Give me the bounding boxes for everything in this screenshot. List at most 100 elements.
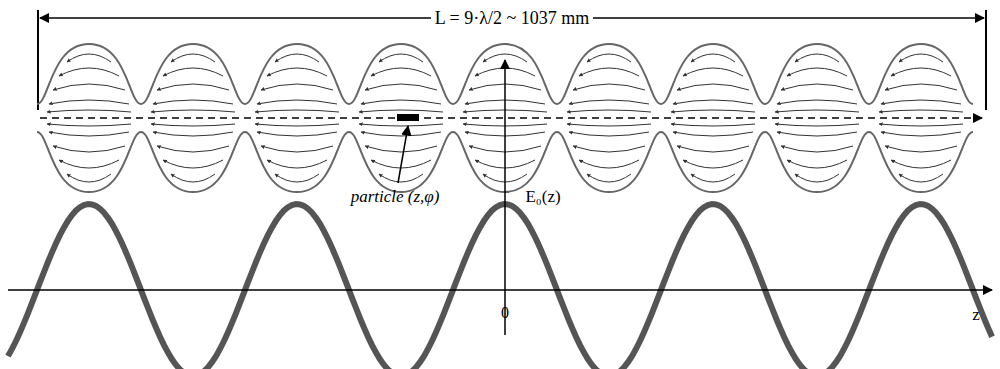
cell-wall [141, 132, 245, 192]
particle-label: particle (z,φ) [351, 188, 440, 205]
cell-wall [661, 132, 765, 192]
field-line [53, 84, 125, 90]
field-line [261, 146, 333, 152]
field-line [891, 160, 951, 168]
field-line [775, 110, 859, 112]
cell-wall [557, 132, 661, 192]
field-line [47, 110, 131, 112]
origin-label: 0 [501, 305, 509, 321]
field-line [171, 54, 215, 62]
field-line [359, 110, 443, 112]
cell-wall [765, 44, 869, 104]
field-line [371, 68, 431, 76]
field-line [267, 68, 327, 76]
field-line [153, 132, 233, 136]
field-line [777, 100, 857, 104]
cell-wall [765, 132, 869, 192]
particle [397, 114, 419, 121]
cell-wall [37, 132, 141, 192]
dimension-tick [37, 10, 39, 110]
field-line [683, 68, 743, 76]
axis-label: z [972, 306, 980, 323]
cell-wall [557, 44, 661, 104]
field-line [885, 84, 957, 90]
field-line [163, 68, 223, 76]
cell-wall [869, 132, 973, 192]
field-line [683, 160, 743, 168]
cell-wall [349, 44, 453, 104]
field-line [365, 84, 437, 90]
field-line [671, 110, 755, 112]
field-line [569, 132, 649, 136]
field-line [49, 132, 129, 136]
field-line [781, 146, 853, 152]
field-line [879, 124, 963, 126]
field-line [891, 68, 951, 76]
field-line [885, 146, 957, 152]
length-label: L = 9·λ/2 ~ 1037 mm [431, 9, 593, 27]
field-line [157, 84, 229, 90]
field-line [67, 54, 111, 62]
field-line [379, 174, 423, 182]
field-line [879, 110, 963, 112]
field-line [677, 146, 749, 152]
field-line [579, 68, 639, 76]
cell-wall [661, 44, 765, 104]
field-line [677, 84, 749, 90]
field-line [361, 132, 441, 136]
field-line [267, 160, 327, 168]
field-line [573, 146, 645, 152]
field-line [47, 124, 131, 126]
beam-axis [40, 117, 982, 119]
field-line [777, 132, 857, 136]
field-line [673, 100, 753, 104]
field-label: E₀(z) [525, 188, 560, 205]
field-line [899, 54, 943, 62]
field-line [171, 174, 215, 182]
field-line [569, 100, 649, 104]
leader-arrow [398, 126, 408, 183]
field-line [361, 100, 441, 104]
field-line [673, 132, 753, 136]
field-line [261, 84, 333, 90]
field-line [379, 54, 423, 62]
field-line [157, 146, 229, 152]
field-line [257, 100, 337, 104]
field-line [275, 174, 319, 182]
field-line [67, 174, 111, 182]
field-line [775, 124, 859, 126]
field-line [153, 100, 233, 104]
amplitude-arrow [504, 60, 506, 335]
z-axis [8, 289, 992, 291]
field-line [579, 160, 639, 168]
cell-wall [245, 44, 349, 104]
cell-wall [245, 132, 349, 192]
field-line [53, 146, 125, 152]
field-line [255, 124, 339, 126]
field-line [881, 100, 961, 104]
field-line [573, 84, 645, 90]
cell-wall [37, 44, 141, 104]
field-wave [8, 204, 992, 369]
field-line [587, 54, 631, 62]
dimension-tick [985, 10, 987, 110]
field-line [151, 124, 235, 126]
cell-wall [869, 44, 973, 104]
field-line [691, 54, 735, 62]
field-line [163, 160, 223, 168]
field-line [671, 124, 755, 126]
field-line [255, 110, 339, 112]
field-line [59, 68, 119, 76]
field-line [49, 100, 129, 104]
field-line [795, 174, 839, 182]
field-line [787, 68, 847, 76]
field-line [257, 132, 337, 136]
field-line [899, 174, 943, 182]
field-line [781, 84, 853, 90]
field-line [691, 174, 735, 182]
field-line [787, 160, 847, 168]
field-line [275, 54, 319, 62]
field-line [151, 110, 235, 112]
field-line [567, 124, 651, 126]
